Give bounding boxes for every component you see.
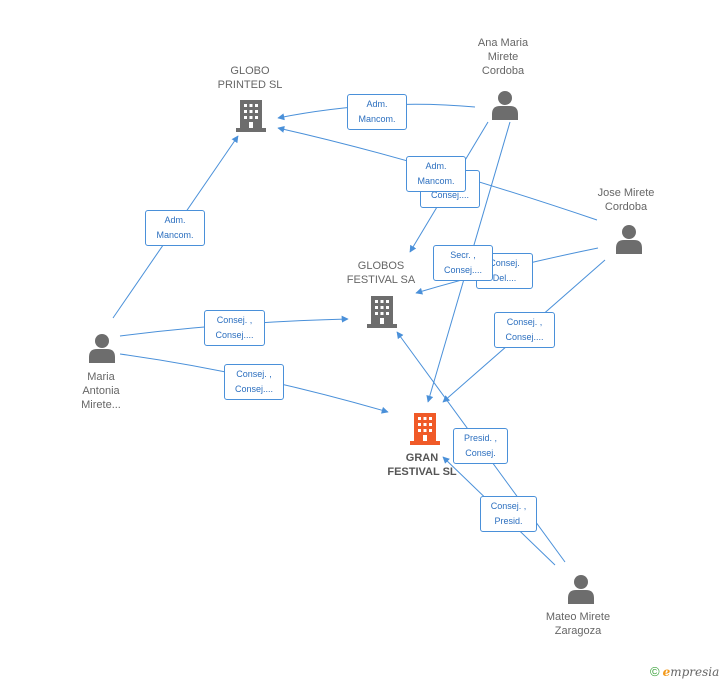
edge-label-line: Consej.... <box>430 190 470 200</box>
edge-label-line: Del.... <box>492 273 517 283</box>
edge-label-jose-globo[interactable]: Adm. Mancom. <box>406 156 466 192</box>
label-line: FESTIVAL SL <box>387 466 457 478</box>
edge-label-mateo-gran[interactable]: Consej. , Presid. <box>480 496 537 532</box>
jose-mirete-label[interactable]: Jose Mirete Cordoba <box>598 186 655 214</box>
label-line: Cordoba <box>481 65 525 77</box>
label-line: GLOBOS <box>357 260 405 272</box>
label-line: Maria <box>87 371 115 383</box>
brand-name: mpresia <box>670 665 720 679</box>
edge-label-line: Adm. <box>366 99 388 109</box>
edge-label-maria-globo[interactable]: Adm. Mancom. <box>145 210 205 246</box>
label-line: GRAN <box>405 452 439 464</box>
label-line: Jose Mirete <box>597 187 655 199</box>
edge-label-line: Mancom. <box>417 176 455 186</box>
edge-label-line: Mancom. <box>156 230 194 240</box>
label-line: PRINTED SL <box>217 79 283 91</box>
person-icon[interactable] <box>567 574 595 604</box>
globos-festival-label[interactable]: GLOBOS FESTIVAL SA <box>347 259 415 287</box>
label-line: Mirete <box>487 51 519 63</box>
edge-label-line: Secr. , <box>450 250 476 260</box>
globo-printed-label[interactable]: GLOBO PRINTED SL <box>218 64 283 92</box>
edge-label-maria-globos[interactable]: Consej. , Consej.... <box>204 310 265 346</box>
copyright-icon: © <box>650 664 660 679</box>
person-icon[interactable] <box>491 90 519 120</box>
ana-maria-label[interactable]: Ana Maria Mirete Cordoba <box>478 36 528 78</box>
edge-label-line: Presid. <box>494 516 523 526</box>
edge-label-line: Mancom. <box>358 114 396 124</box>
label-line: Antonia <box>82 385 120 397</box>
label-line: GLOBO <box>230 65 270 77</box>
building-icon[interactable] <box>235 98 267 132</box>
label-line: Mirete... <box>81 399 121 411</box>
edge-label-maria-gran[interactable]: Consej. , Consej.... <box>224 364 284 400</box>
edge-label-ana-gran[interactable]: Secr. , Consej.... <box>433 245 493 281</box>
edge-label-line: Presid. , <box>463 433 497 443</box>
edge-label-line: Consej. <box>489 258 520 268</box>
edge-label-line: Consej. , <box>490 501 527 511</box>
brand-initial: e <box>662 665 671 679</box>
mateo-mirete-label[interactable]: Mateo Mirete Zaragoza <box>546 610 610 638</box>
edge-label-line: Adm. <box>425 161 447 171</box>
edge-label-line: Consej. , <box>216 315 253 325</box>
label-line: FESTIVAL SA <box>346 274 416 286</box>
edge-label-line: Consej.... <box>443 265 483 275</box>
maria-antonia-label[interactable]: Maria Antonia Mirete... <box>81 370 121 412</box>
edge-label-jose-gran[interactable]: Consej. , Consej.... <box>494 312 555 348</box>
edge-label-line: Consej.... <box>215 330 254 340</box>
label-line: Ana Maria <box>477 37 529 49</box>
brand-logo[interactable]: empresia <box>663 665 720 679</box>
person-icon[interactable] <box>615 224 643 254</box>
label-line: Cordoba <box>604 201 648 213</box>
label-line: Zaragoza <box>554 625 602 637</box>
gran-festival-label[interactable]: GRAN FESTIVAL SL <box>387 451 456 479</box>
label-line: Mateo Mirete <box>545 611 611 623</box>
edge-label-line: Consej. , <box>236 369 272 379</box>
building-icon-main[interactable] <box>409 411 441 445</box>
edge-label-line: Consej.... <box>505 332 544 342</box>
brand-footer: ©empresia <box>650 664 719 679</box>
person-icon[interactable] <box>88 333 116 363</box>
edge-label-line: Consej. <box>465 448 496 458</box>
edge-label-line: Consej. , <box>506 317 543 327</box>
edge-label-mateo-globos[interactable]: Presid. , Consej. <box>453 428 508 464</box>
edge-label-line: Adm. <box>164 215 186 225</box>
edge-label-line: Consej.... <box>234 384 274 394</box>
building-icon[interactable] <box>366 294 398 328</box>
edge-label-ana-globo[interactable]: Adm. Mancom. <box>347 94 407 130</box>
